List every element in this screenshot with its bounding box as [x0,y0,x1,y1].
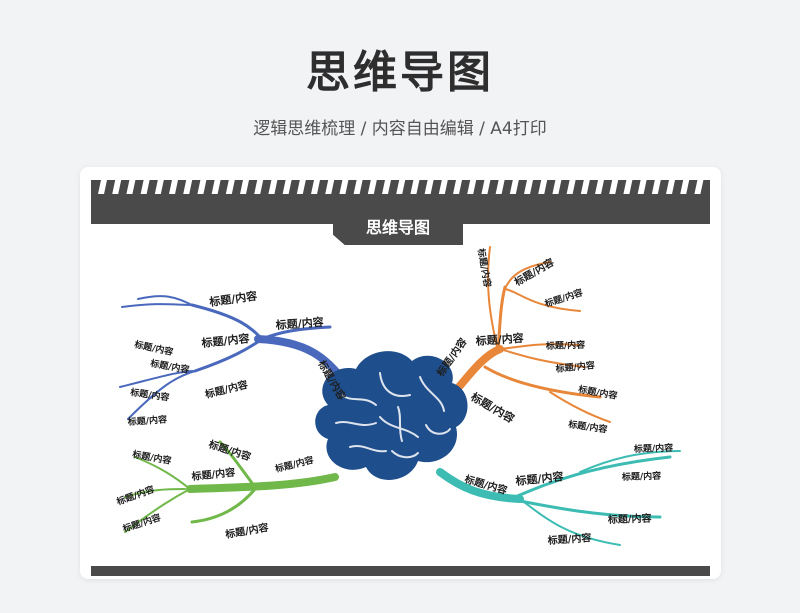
node-label: 标题/内容 [207,288,258,309]
node-label: 标题/内容 [576,383,618,402]
node-label: 标题/内容 [206,437,252,463]
node-label: 标题/内容 [203,378,249,401]
bottom-bar [91,566,710,576]
node-label: 标题/内容 [474,331,524,348]
node-label: 标题/内容 [148,357,190,376]
node-label: 标题/内容 [274,315,324,332]
node-label: 标题/内容 [554,359,595,375]
node-label: 标题/内容 [120,511,162,535]
node-label: 标题/内容 [542,286,584,310]
node-label: 标题/内容 [633,442,674,455]
node-label: 标题/内容 [273,454,315,475]
node-label: 标题/内容 [468,389,517,426]
node-label: 标题/内容 [129,386,171,403]
mind-map: 标题/内容标题/内容标题/内容标题/内容标题/内容标题/内容标题/内容标题/内容… [80,167,721,579]
node-label: 标题/内容 [200,331,250,350]
node-label: 标题/内容 [514,469,564,488]
node-label: 标题/内容 [114,483,156,508]
page-subtitle: 逻辑思维梳理 / 内容自由编辑 / A4打印 [0,114,800,139]
node-label: 标题/内容 [190,465,236,483]
node-label: 标题/内容 [223,521,269,542]
page-title: 思维导图 [0,36,800,100]
node-label: 标题/内容 [621,470,662,483]
node-label: 标题/内容 [132,338,174,358]
node-label: 标题/内容 [545,339,586,352]
node-label: 标题/内容 [546,531,591,547]
branch-teal [440,451,680,545]
mindmap-card: 思维导图 [80,167,721,579]
node-label: 标题/内容 [567,418,609,435]
node-label: 标题/内容 [475,246,494,288]
